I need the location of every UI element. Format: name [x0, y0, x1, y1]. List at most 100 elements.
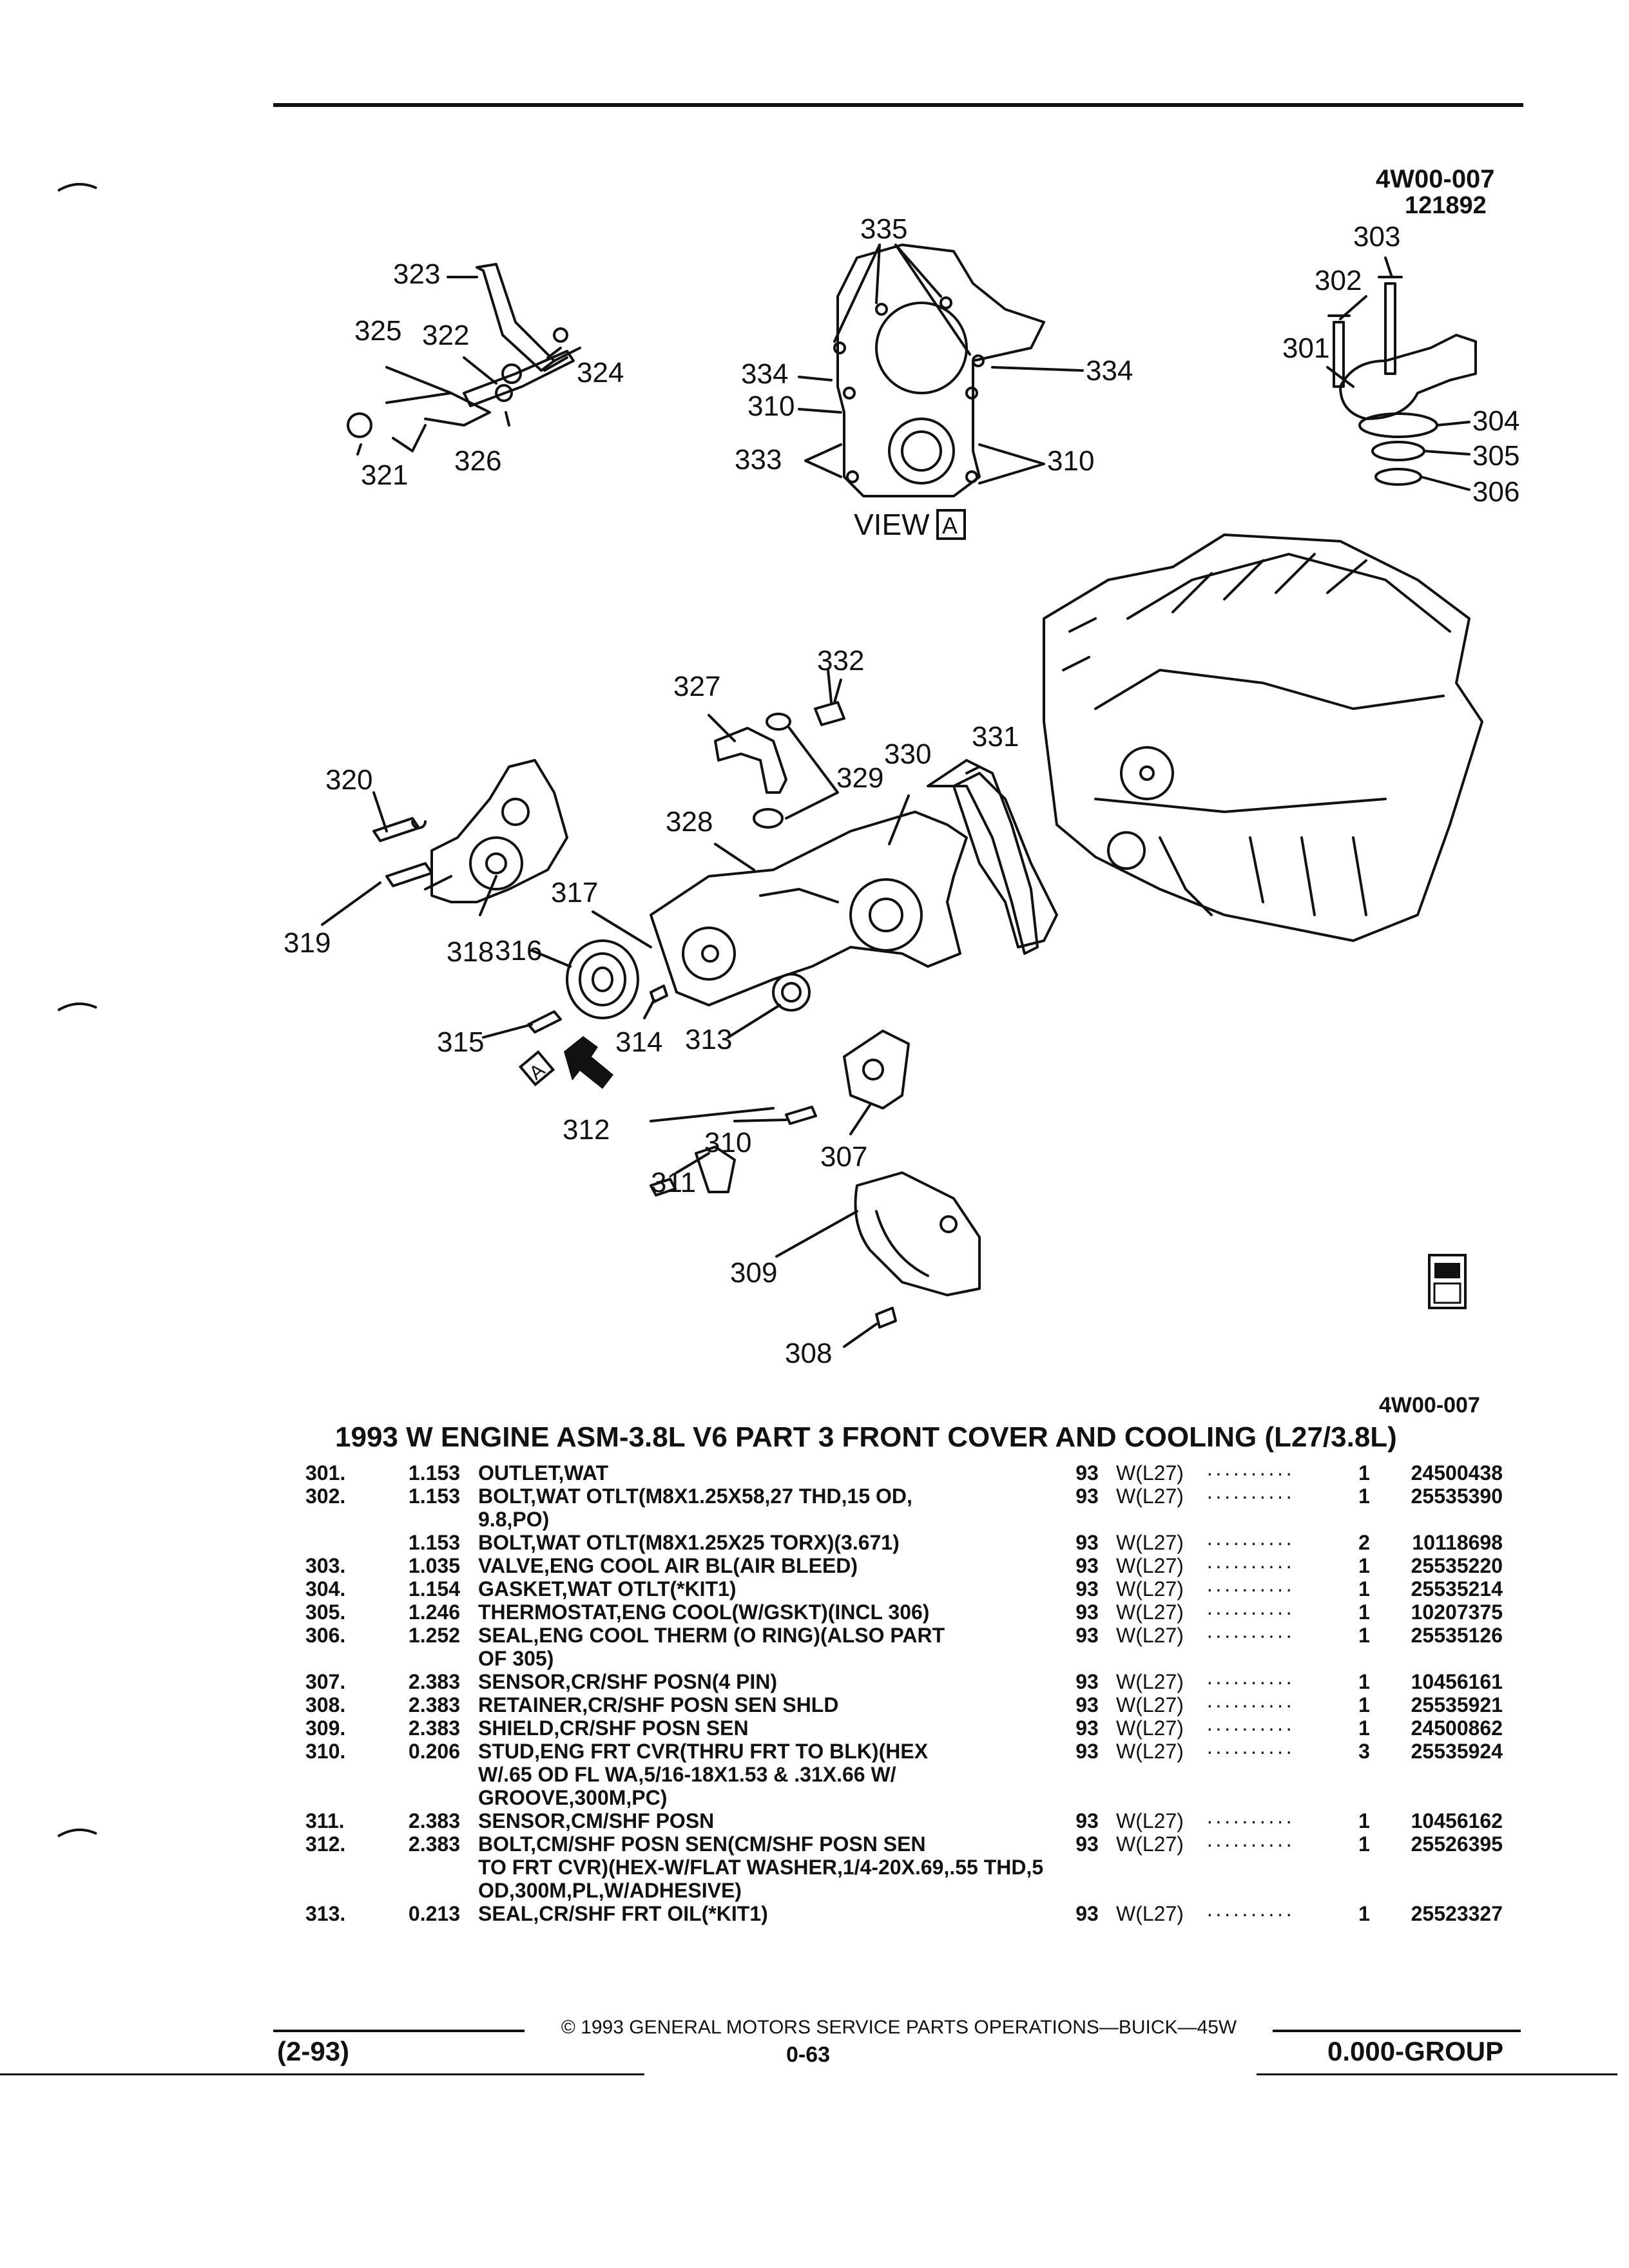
leader-dots: ··········: [1206, 1693, 1295, 1716]
callout-319: 319: [284, 927, 331, 959]
engine-block-illustration: [1043, 533, 1483, 942]
group-number: 1.035: [408, 1554, 460, 1577]
model-code: W(L27): [1116, 1809, 1184, 1832]
bypass-pipe-illustration: [347, 263, 581, 452]
quantity: 1: [1358, 1577, 1370, 1600]
leader-dots: ··········: [1206, 1531, 1295, 1554]
callout-322: 322: [422, 320, 469, 351]
callout-303: 303: [1353, 221, 1400, 253]
quantity: 2: [1358, 1531, 1370, 1554]
quantity: 1: [1358, 1461, 1370, 1485]
quantity: 1: [1358, 1693, 1370, 1716]
part-name: SEAL: [478, 1902, 534, 1925]
leader-dots: ··········: [1206, 1832, 1295, 1856]
group-number: 0.206: [408, 1740, 460, 1763]
top-rule: [273, 103, 1523, 107]
part-description: SHIELD,CR/SHF POSN SEN: [478, 1716, 1058, 1740]
view-label: VIEW: [854, 508, 930, 541]
model-code: W(L27): [1116, 1600, 1184, 1624]
group-number: 2.383: [408, 1832, 460, 1856]
callout-310-view-right: 310: [1047, 445, 1094, 477]
callout-328: 328: [666, 806, 713, 838]
group-number: 2.383: [408, 1693, 460, 1716]
callout-326: 326: [454, 445, 501, 477]
callout-334-right: 334: [1086, 355, 1133, 387]
part-desc: ,CM/SHF POSN SEN(CM/SHF POSN SEN: [530, 1832, 926, 1856]
part-description: BOLT,WAT OTLT(M8X1.25X58,27 THD,15 OD,9.…: [478, 1485, 1058, 1531]
model-code: W(L27): [1116, 1531, 1184, 1554]
callout-325: 325: [354, 315, 401, 347]
model-code: W(L27): [1116, 1716, 1184, 1740]
quantity: 1: [1358, 1809, 1370, 1832]
callout-314: 314: [615, 1026, 662, 1058]
view-a-arrow-box: A: [518, 1050, 555, 1087]
leader-dots: ··········: [1206, 1600, 1295, 1624]
part-name: SENSOR: [478, 1670, 566, 1693]
part-description: RETAINER,CR/SHF POSN SEN SHLD: [478, 1693, 1058, 1716]
part-name: SHIELD: [478, 1716, 554, 1740]
callout-304: 304: [1472, 405, 1519, 437]
model-code: W(L27): [1116, 1485, 1184, 1508]
leader-dots: ··········: [1206, 1716, 1295, 1740]
group-number: 2.383: [408, 1716, 460, 1740]
gm-spo-logo: [1428, 1254, 1467, 1309]
callout-310: 310: [704, 1127, 751, 1158]
callout-313: 313: [685, 1024, 732, 1055]
copyright-line: © 1993 GENERAL MOTORS SERVICE PARTS OPER…: [561, 2017, 1237, 2038]
quantity: 1: [1358, 1670, 1370, 1693]
quantity: 1: [1358, 1832, 1370, 1856]
illustration-date: 121892: [1405, 192, 1487, 219]
model-year: 93: [1075, 1693, 1099, 1716]
model-year: 93: [1075, 1740, 1099, 1763]
model-year: 93: [1075, 1600, 1099, 1624]
svg-text:A: A: [525, 1059, 549, 1084]
model-code: W(L27): [1116, 1461, 1184, 1485]
group-number: 2.383: [408, 1809, 460, 1832]
part-desc-continued: W/.65 OD FL WA,5/16-18X1.53 & .31X.66 W/…: [478, 1763, 896, 1809]
leader-dots: ··········: [1206, 1577, 1295, 1600]
callout-labels: 303 302 301 304 305 306 335 334 334 310 …: [284, 213, 1519, 1369]
callout-318: 318: [447, 936, 494, 968]
callout-324: 324: [577, 357, 624, 389]
part-number: 24500862: [1411, 1716, 1503, 1740]
part-number: 25535924: [1411, 1740, 1503, 1763]
callout-327: 327: [673, 671, 720, 702]
item-number: 309.: [305, 1716, 346, 1740]
part-name: THERMOSTAT: [478, 1600, 616, 1624]
part-desc: ,ENG COOL(W/GSKT)(INCL 306): [615, 1600, 930, 1624]
page-number: 0-63: [786, 2042, 831, 2067]
item-number: 313.: [305, 1902, 346, 1925]
footer-rule-left: [273, 2030, 525, 2032]
part-desc: ,CM/SHF POSN: [565, 1809, 715, 1832]
part-name: SENSOR: [478, 1809, 566, 1832]
part-number: 25535390: [1411, 1485, 1503, 1508]
callout-308: 308: [785, 1338, 832, 1369]
illustration-code: 4W00-007: [1376, 165, 1495, 193]
part-desc: ,WAT OTLT(M8X1.25X25 TORX)(3.671): [530, 1531, 900, 1554]
exploded-parts-diagram: A VIEW A 303 302 301 304 305 306 335 334…: [284, 213, 1519, 1418]
callout-315: 315: [437, 1026, 484, 1058]
callout-301: 301: [1282, 332, 1329, 364]
gasket-illustration: [927, 759, 1039, 955]
part-desc: ,CR/SHF POSN(4 PIN): [565, 1670, 778, 1693]
model-code: W(L27): [1116, 1624, 1184, 1647]
callout-305: 305: [1472, 440, 1519, 472]
leader-dots: ··········: [1206, 1809, 1295, 1832]
part-desc-continued: 9.8,PO): [478, 1508, 550, 1531]
model-year: 93: [1075, 1809, 1099, 1832]
leader-dots: ··········: [1206, 1902, 1295, 1925]
model-year: 93: [1075, 1670, 1099, 1693]
binding-marks: [57, 182, 97, 1838]
leader-dots: ··········: [1206, 1670, 1295, 1693]
part-desc-continued: TO FRT CVR)(HEX-W/FLAT WASHER,1/4-20X.69…: [478, 1856, 1044, 1902]
model-year: 93: [1075, 1902, 1099, 1925]
callout-321: 321: [361, 459, 408, 491]
